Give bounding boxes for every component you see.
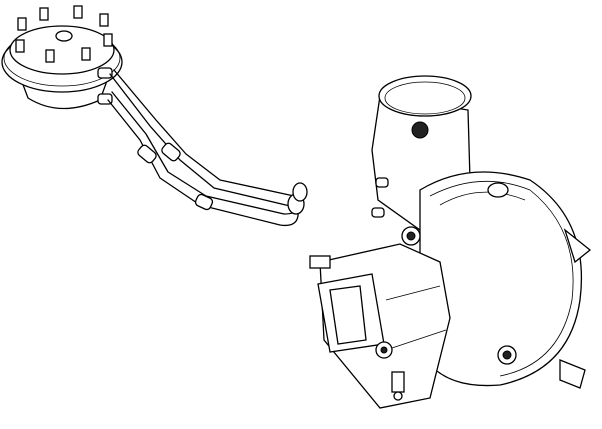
- pressure-switch: [1, 5, 123, 110]
- blower-motor: [309, 243, 451, 409]
- blower-housing: [371, 75, 592, 389]
- sensing-tubes: [107, 69, 308, 227]
- terminal-pins: [15, 5, 113, 63]
